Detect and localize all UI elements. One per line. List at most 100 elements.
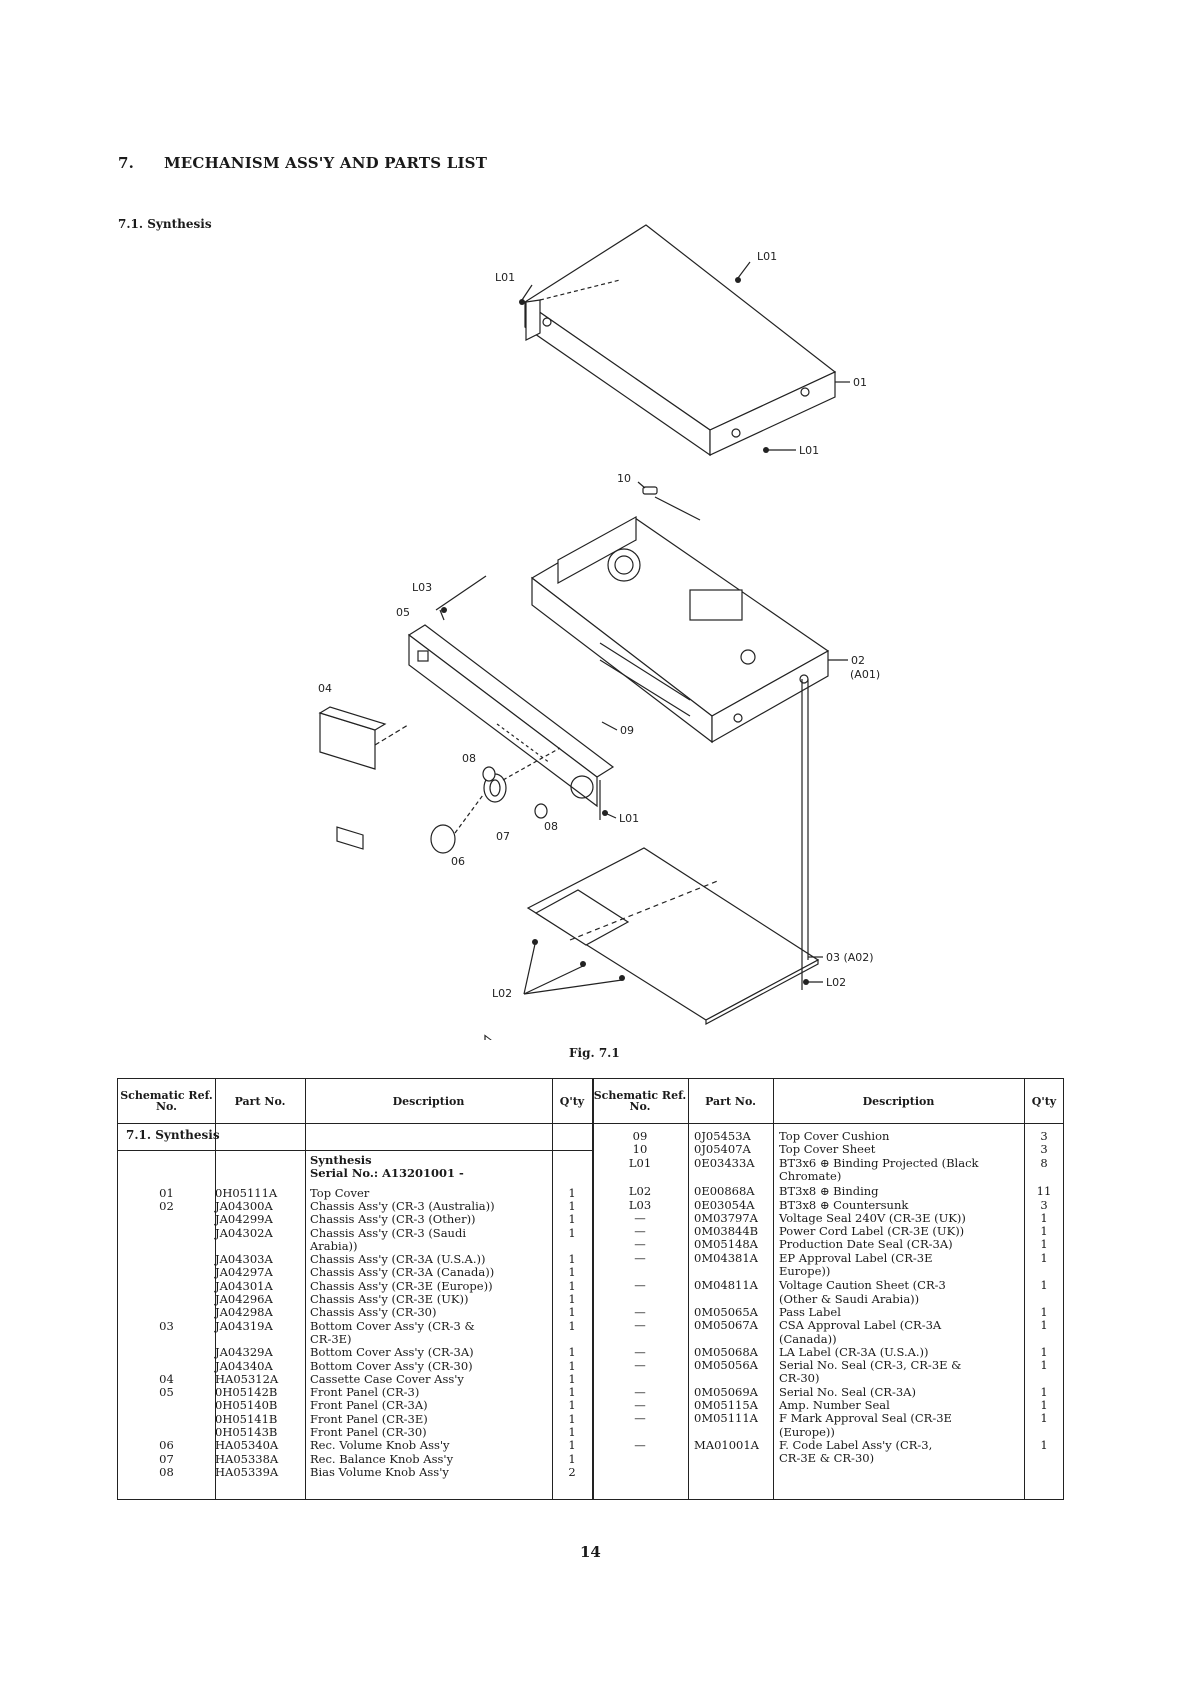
cell-part: 0M03797A [694,1210,758,1225]
cell-ref: 07 [159,1451,174,1466]
cell-qty: 3 [1040,1142,1048,1157]
cell-ref: — [634,1318,646,1333]
cell-part: 0H05141B [215,1411,278,1426]
cell-part: 0M04811A [694,1278,758,1293]
cell-part: 0M05115A [694,1398,758,1412]
cell-desc: Chassis Ass'y (CR-3A (Canada)) [310,1265,495,1280]
cell-part: 0E03054A [694,1197,755,1212]
cell-desc: Cassette Case Cover Ass'y [310,1371,464,1386]
table-section-label: 7.1. Synthesis [126,1128,220,1142]
callout-08-left: 08 [462,752,476,765]
header-ref-right: Schematic Ref. No. [593,1089,687,1113]
callout-l02-right: L02 [826,976,846,989]
cell-desc: Serial No.: A13201001 - [310,1166,464,1181]
cell-desc: Europe)) [779,1264,831,1278]
cell-part: JA04296A [215,1292,273,1306]
cell-ref: — [634,1358,646,1373]
callout-07: 07 [496,830,510,843]
parts-list-table: Schematic Ref. No. Part No. Description … [117,1078,1064,1500]
table-row: (Europe)) [118,1425,1064,1439]
table-row: (Canada)) [118,1332,1064,1346]
cell-ref: 09 [632,1129,648,1143]
cell-qty: 1 [568,1385,576,1400]
table-row: CR-3E) [118,1332,1064,1346]
cell-desc: Rec. Volume Knob Ass'y [310,1438,450,1453]
cell-qty: 1 [1040,1210,1048,1225]
cell-qty: 2 [568,1464,576,1479]
cell-part: 0J05453A [694,1129,751,1143]
cell-desc: Chassis Ass'y (CR-3A (U.S.A.)) [310,1252,486,1267]
top-cover-part [523,224,837,457]
cell-desc: Chassis Ass'y (CR-30) [310,1305,437,1320]
header-divider [118,1123,1063,1124]
cell-qty: 1 [568,1265,576,1280]
callout-l01-top-right: L01 [757,250,777,263]
header-desc-left: Description [392,1094,465,1108]
cell-part: JA04297A [215,1265,273,1280]
header-ref-left: Schematic Ref. No. [120,1089,213,1113]
cell-ref: — [634,1224,646,1239]
header-part-right: Part No. [705,1094,756,1108]
section-heading: 7.MECHANISM ASS'Y AND PARTS LIST [118,154,487,172]
cell-desc: EP Approval Label (CR-3E [779,1250,933,1265]
cell-desc: Chassis Ass'y (CR-3 (Australia)) [310,1198,495,1213]
cell-part: JA04298A [215,1305,273,1320]
cell-ref: — [634,1344,646,1359]
cell-part: JA04303A [215,1252,273,1267]
bottom-cover-part [526,847,820,1026]
cell-ref: — [634,1237,646,1252]
cell-ref: — [634,1250,646,1265]
cell-desc: Rec. Balance Knob Ass'y [310,1451,454,1466]
table-row: JA04298A Chassis Ass'y (CR-30) 1 [118,1305,1064,1319]
cell-part: 0H05142B [215,1385,278,1400]
cell-desc: BT3x8 ⊕ Binding [779,1184,879,1199]
cell-desc: Front Panel (CR-30) [310,1425,427,1439]
cell-qty: 1 [1040,1318,1048,1333]
cell-part: JA04319A [215,1318,273,1333]
cell-part: 0H05143B [215,1425,278,1439]
cell-desc: Chassis Ass'y (CR-3 (Saudi [310,1225,466,1240]
cell-desc: Arabia)) [310,1238,358,1253]
cell-qty: 1 [568,1411,576,1426]
cell-qty: 1 [568,1305,576,1320]
cell-qty: 1 [1040,1411,1048,1426]
cell-qty: 1 [1040,1237,1048,1252]
callout-10: 10 [617,472,631,485]
table-row: Arabia)) [118,1239,1064,1253]
cell-qty: 1 [568,1425,576,1439]
cell-desc: Serial No. Seal (CR-3A) [779,1384,916,1399]
cell-desc: BT3x6 ⊕ Binding Projected (Black [779,1155,979,1170]
cell-desc: Chassis Ass'y (CR-3E (Europe)) [310,1278,493,1293]
cell-part: HA05312A [215,1371,279,1386]
cell-part: 0M05111A [694,1411,758,1426]
cell-qty: 1 [568,1212,576,1227]
cell-desc: Bottom Cover Ass'y (CR-3 & [310,1318,475,1333]
cell-qty: 1 [568,1345,576,1360]
cell-ref: L02 [628,1184,652,1199]
callout-l02-left: L02 [492,987,512,1000]
cell-part: JA04300A [215,1198,273,1213]
header-part-left: Part No. [234,1094,286,1108]
cell-desc: F. Code Label Ass'y (CR-3, [779,1437,933,1452]
cell-part: 0E03433A [694,1155,755,1170]
cell-qty: 1 [568,1358,576,1373]
callout-l01-cover-bottom: L01 [799,444,819,457]
callout-04: 04 [318,682,332,695]
cell-qty: 1 [568,1318,576,1333]
cell-desc: Voltage Caution Sheet (CR-3 [779,1278,946,1293]
